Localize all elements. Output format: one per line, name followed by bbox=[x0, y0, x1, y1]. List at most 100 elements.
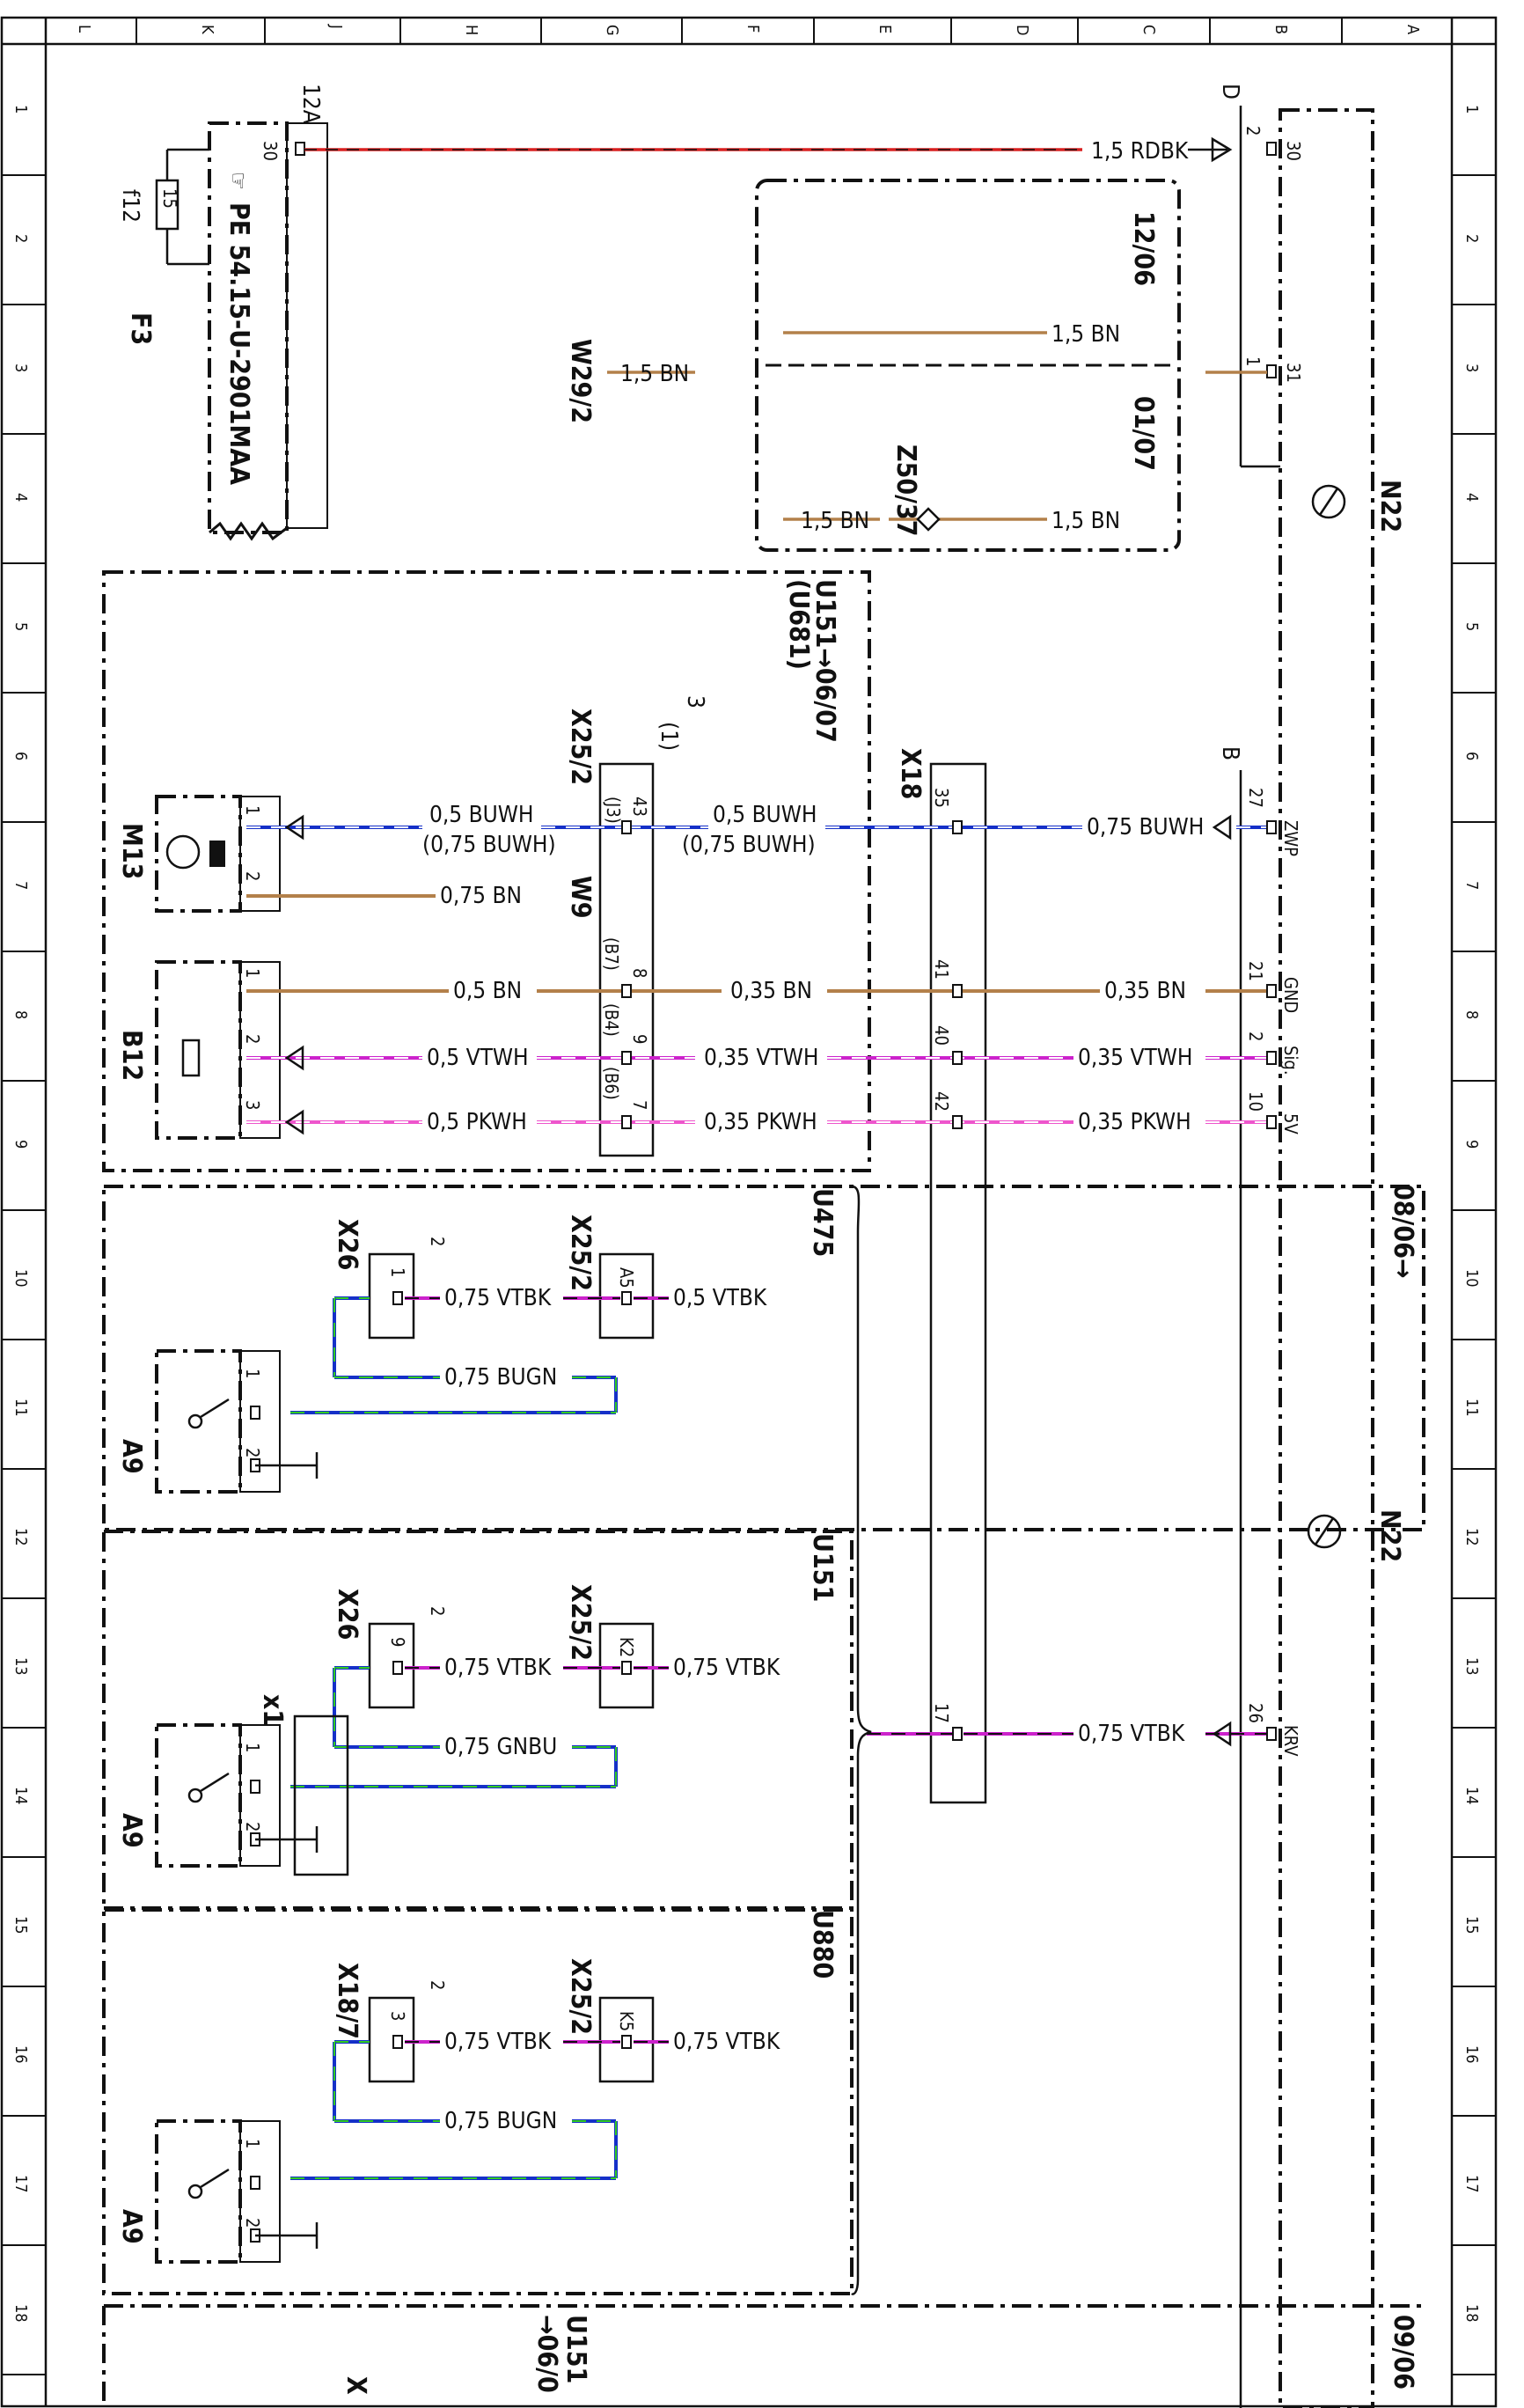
connector-label: X26 bbox=[332, 1589, 363, 1640]
x18-connector bbox=[929, 762, 987, 1804]
col-label: C bbox=[1139, 25, 1158, 34]
terminal-icon bbox=[621, 1051, 632, 1065]
u475-label: U475 bbox=[807, 1188, 838, 1257]
n22-pin-31: 31 bbox=[1283, 363, 1304, 383]
row-label: 16 bbox=[1462, 2045, 1481, 2064]
col-label: F bbox=[744, 25, 762, 33]
connector-pin: 1 bbox=[387, 1267, 408, 1277]
row-label: 5 bbox=[11, 622, 30, 631]
b12-pin-1: 1 bbox=[242, 968, 263, 978]
col-label: D bbox=[1013, 25, 1031, 35]
connector-header: 2 bbox=[427, 1980, 448, 1990]
wire-label-vtbk-a: 0,75 VTBK bbox=[444, 1655, 552, 1681]
row-label: 18 bbox=[11, 2304, 30, 2323]
row-label: 5 bbox=[1462, 622, 1481, 631]
wire-label-bn-a: 1,5 BN bbox=[1051, 321, 1120, 348]
wire-label-bn-035b: 0,35 BN bbox=[1104, 978, 1186, 1004]
u681-label: (U681) bbox=[783, 579, 814, 670]
row-label: 13 bbox=[1462, 1657, 1481, 1676]
connector-pin: 3 bbox=[387, 2011, 408, 2021]
a9-pin-1: 1 bbox=[242, 2139, 263, 2148]
col-label: K bbox=[198, 25, 216, 34]
terminal-icon bbox=[250, 1406, 260, 1420]
b12-pin-3: 3 bbox=[242, 1100, 263, 1110]
speedometer-icon bbox=[1311, 484, 1346, 519]
w29-label: W29/2 bbox=[565, 339, 596, 423]
row-label: 4 bbox=[11, 493, 30, 502]
connector-label: X26 bbox=[332, 1219, 363, 1270]
row-label: 15 bbox=[1462, 1916, 1481, 1934]
x1-label: x1 bbox=[257, 1694, 288, 1726]
n22-label-lower: N22 bbox=[1374, 1509, 1405, 1562]
n22-d-label: D bbox=[1217, 84, 1243, 99]
n22-upper-connector: D 2 30 1 31 N22 bbox=[1217, 84, 1405, 2408]
terminal-icon bbox=[621, 1115, 632, 1129]
col-label: G bbox=[603, 25, 621, 36]
a9-switch-component bbox=[155, 1349, 242, 1494]
terminal-icon bbox=[1266, 1051, 1277, 1065]
wire-label-vtwh-05: 0,5 VTWH bbox=[427, 1045, 529, 1071]
row-label: 2 bbox=[1462, 234, 1481, 243]
fuse-f3-block: f12 15 F3 30 PE 54.15-U-2901MAA ☞ 12A bbox=[117, 84, 328, 541]
row-label: 1 bbox=[1462, 105, 1481, 114]
n22-pin-sig: Sig. bbox=[1280, 1046, 1301, 1076]
connector-header: 2 bbox=[427, 1237, 448, 1246]
wire-label-pkwh-035a: 0,35 PKWH bbox=[704, 1109, 817, 1135]
terminal-icon bbox=[952, 1115, 963, 1129]
row-label: 12 bbox=[11, 1528, 30, 1546]
row-label: 12 bbox=[1462, 1528, 1481, 1546]
row-label: 2 bbox=[11, 234, 30, 243]
terminal-icon bbox=[621, 820, 632, 834]
ground-distribution-block: 12/06 01/07 Z50/37 1,5 BN 1,5 BN 1,5 BN … bbox=[565, 179, 1267, 552]
u151-bottom-label: U151 bbox=[561, 2315, 591, 2383]
n22-pin-krv: KRV bbox=[1280, 1725, 1301, 1757]
row-label: 17 bbox=[1462, 2175, 1481, 2193]
x25-connector-box bbox=[598, 1622, 655, 1709]
u151-bottom-ref: →06/0 bbox=[531, 2315, 562, 2393]
terminal-icon bbox=[392, 1661, 403, 1675]
row-label: 8 bbox=[11, 1010, 30, 1019]
n22-pin-26: 26 bbox=[1245, 1703, 1266, 1723]
x18-pin-35: 35 bbox=[931, 788, 952, 808]
fuse-element bbox=[155, 179, 180, 231]
x18-pin-17: 17 bbox=[931, 1703, 952, 1723]
fuse-f12-label: f12 bbox=[117, 189, 143, 223]
n22-pin-2b: 2 bbox=[1245, 1031, 1266, 1041]
row-label: 10 bbox=[11, 1269, 30, 1288]
row-label: 17 bbox=[11, 2175, 30, 2193]
fuse-pin-30: 30 bbox=[260, 141, 281, 161]
a9-pin-1: 1 bbox=[242, 1369, 263, 1378]
x18-label: X18 bbox=[895, 748, 926, 799]
wire-label-vtwh-035a: 0,35 VTWH bbox=[704, 1045, 819, 1071]
terminal-icon bbox=[1266, 1115, 1277, 1129]
terminal-icon bbox=[621, 984, 632, 998]
terminal-icon bbox=[621, 1291, 632, 1305]
terminal-icon bbox=[952, 984, 963, 998]
col-label: H bbox=[462, 25, 480, 35]
row-label: 7 bbox=[11, 881, 30, 890]
n22-b-label: B bbox=[1217, 746, 1243, 760]
n22-pin-gnd: GND bbox=[1280, 977, 1301, 1013]
a9-label: A9 bbox=[116, 2209, 147, 2244]
m13-pin-2: 2 bbox=[242, 871, 263, 881]
col-label: J bbox=[326, 24, 345, 29]
x25-pin: K5 bbox=[616, 2011, 637, 2031]
row-label: 11 bbox=[1462, 1399, 1481, 1417]
x-bottom-label: X bbox=[341, 2376, 371, 2395]
a9-pin-2: 2 bbox=[242, 1448, 263, 1457]
ref-08-06: 08/06→ bbox=[1388, 1184, 1418, 1279]
x25-pin-b4: (B4) bbox=[601, 1003, 622, 1037]
wire-label-bn-c: 1,5 BN bbox=[1051, 508, 1120, 534]
wire-label-vtbk-a: 0,75 VTBK bbox=[444, 1285, 552, 1311]
wire-label-buwh-alt: (0,75 BUWH) bbox=[422, 832, 556, 858]
speedometer-icon-lower bbox=[1307, 1514, 1342, 1549]
wire-label-buwh-05b: 0,5 BUWH bbox=[713, 802, 817, 828]
wire-label-bn-b: 1,5 BN bbox=[801, 508, 869, 534]
signal-arrow-icon bbox=[284, 1045, 304, 1071]
switch-icon bbox=[187, 1413, 203, 1429]
wire-label-bn-075: 0,75 BN bbox=[440, 883, 522, 909]
x25-connector-box bbox=[598, 1996, 655, 2083]
wire-label-bn-05: 0,5 BN bbox=[453, 978, 522, 1004]
b12-component bbox=[155, 960, 242, 1140]
signal-arrow-icon bbox=[1212, 1721, 1232, 1747]
